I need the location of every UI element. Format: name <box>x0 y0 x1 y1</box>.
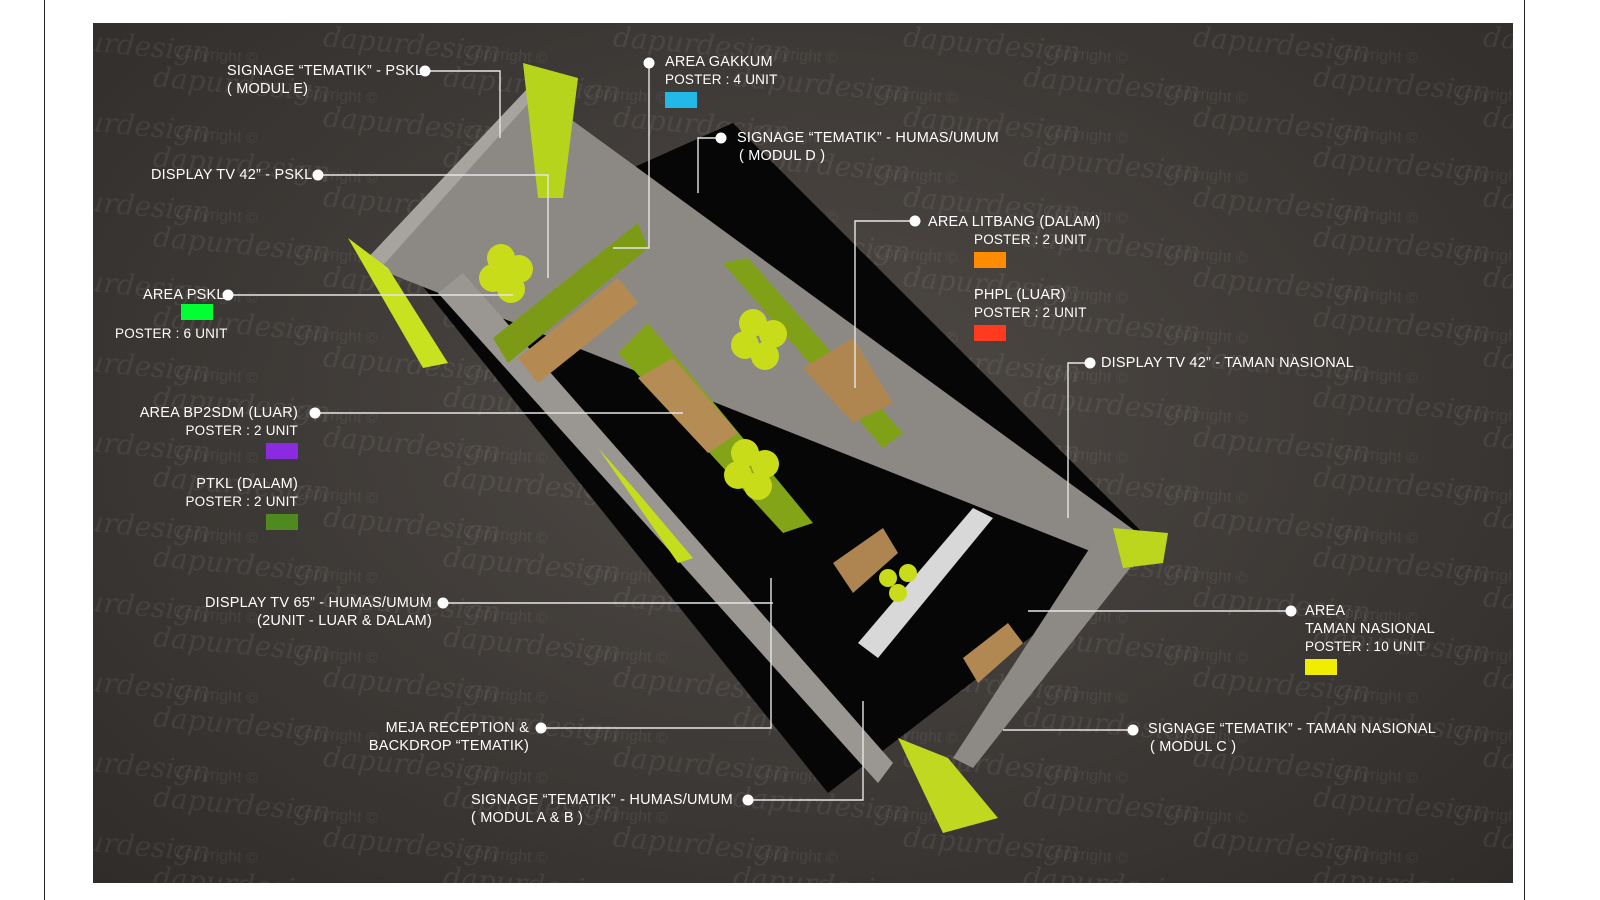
label-area-tn: AREA TAMAN NASIONAL POSTER : 10 UNIT <box>1305 602 1435 680</box>
label-area-gakkum-poster: POSTER : 4 UNIT <box>665 72 778 87</box>
label-phpl-poster: POSTER : 2 UNIT <box>974 305 1087 320</box>
label-display-tv-pskl: DISPLAY TV 42” - PSKL <box>151 166 312 184</box>
label-area-tn-title: AREA <box>1305 603 1346 619</box>
counter-center <box>638 358 738 453</box>
label-area-litbang: AREA LITBANG (DALAM) POSTER : 2 UNIT <box>928 213 1100 273</box>
label-signage-humas-ab-sub: ( MODUL A & B ) <box>471 810 584 826</box>
label-signage-tn-c-sub: ( MODUL C ) <box>1150 739 1237 755</box>
label-phpl: PHPL (LUAR) POSTER : 2 UNIT <box>974 286 1087 346</box>
label-area-gakkum: AREA GAKKUM POSTER : 4 UNIT <box>665 53 778 113</box>
leader-lines <box>228 63 1291 801</box>
label-area-pskl: AREA PSKL POSTER : 6 UNIT <box>115 286 228 343</box>
counter-tn <box>963 623 1023 683</box>
counter-pskl <box>518 278 638 383</box>
label-ptkl-title: PTKL (DALAM) <box>196 476 298 492</box>
label-area-pskl-title: AREA PSKL <box>143 287 225 303</box>
label-area-pskl-poster: POSTER : 6 UNIT <box>115 326 228 341</box>
label-display-tv-pskl-title: DISPLAY TV 42” - PSKL <box>151 167 313 183</box>
swatch-bp2sdm <box>266 443 298 459</box>
label-display-tv-tn-title: DISPLAY TV 42” - TAMAN NASIONAL <box>1101 355 1355 371</box>
frame-right-line <box>1524 0 1525 900</box>
reception-desk <box>833 528 898 593</box>
label-meja-reception: MEJA RECEPTION & BACKDROP “TEMATIK) <box>273 719 529 755</box>
label-signage-humas-d-sub: ( MODUL D ) <box>739 148 826 164</box>
signage-modul-ab-side <box>598 448 693 563</box>
label-ptkl-poster: POSTER : 2 UNIT <box>185 494 298 509</box>
label-area-bp2sdm-poster: POSTER : 2 UNIT <box>185 423 298 438</box>
label-signage-tn-c-title: SIGNAGE “TEMATIK” - TAMAN NASIONAL <box>1148 721 1436 737</box>
honeycomb-stools <box>479 244 917 602</box>
label-signage-tn-c: SIGNAGE “TEMATIK” - TAMAN NASIONAL ( MOD… <box>1148 720 1436 756</box>
label-area-gakkum-title: AREA GAKKUM <box>665 54 773 70</box>
label-display-tv-65: DISPLAY TV 65” - HUMAS/UMUM (2UNIT - LUA… <box>133 594 432 630</box>
label-display-tv-65-sub: (2UNIT - LUAR & DALAM) <box>257 613 432 629</box>
counter-litbang <box>803 338 893 423</box>
label-area-tn-sub: TAMAN NASIONAL <box>1305 621 1435 637</box>
label-display-tv-tn: DISPLAY TV 42” - TAMAN NASIONAL <box>1101 354 1354 372</box>
label-area-litbang-poster: POSTER : 2 UNIT <box>974 232 1087 247</box>
label-meja-sub: BACKDROP “TEMATIK) <box>368 738 529 754</box>
swatch-pskl <box>181 304 213 320</box>
label-phpl-title: PHPL (LUAR) <box>974 287 1066 303</box>
backdrop-white <box>858 508 993 658</box>
booth-wall-top-edge <box>363 88 533 271</box>
label-signage-pskl: SIGNAGE “TEMATIK” - PSKL ( MODUL E) <box>227 62 423 98</box>
label-area-tn-poster: POSTER : 10 UNIT <box>1305 639 1426 654</box>
label-area-bp2sdm-title: AREA BP2SDM (LUAR) <box>139 405 298 421</box>
swatch-gakkum <box>665 92 697 108</box>
label-signage-pskl-title: SIGNAGE “TEMATIK” - PSKL <box>227 63 424 79</box>
signage-modul-e <box>523 63 578 198</box>
label-signage-humas-ab-title: SIGNAGE “TEMATIK” - HUMAS/UMUM <box>471 792 733 808</box>
label-area-litbang-title: AREA LITBANG (DALAM) <box>928 214 1101 230</box>
booth-wall-right <box>953 533 1138 768</box>
label-signage-humas-d: SIGNAGE “TEMATIK” - HUMAS/UMUM ( MODUL D… <box>737 129 999 165</box>
swatch-ptkl <box>266 514 298 530</box>
booth-3d-illustration <box>222 57 1297 833</box>
swatch-phpl <box>974 325 1006 341</box>
label-signage-pskl-sub: ( MODUL E) <box>227 81 309 97</box>
frame-left-line <box>44 0 45 900</box>
signage-modul-ab <box>898 738 998 833</box>
label-ptkl: PTKL (DALAM) POSTER : 2 UNIT <box>123 475 298 535</box>
swatch-tn <box>1305 659 1337 675</box>
label-display-tv-65-title: DISPLAY TV 65” - HUMAS/UMUM <box>205 595 432 611</box>
leader-dots <box>222 57 1297 806</box>
swatch-litbang <box>974 252 1006 268</box>
label-area-bp2sdm: AREA BP2SDM (LUAR) POSTER : 2 UNIT <box>123 404 298 464</box>
panel-gakkum <box>493 223 648 363</box>
label-meja-title: MEJA RECEPTION & <box>385 720 529 736</box>
label-signage-humas-d-title: SIGNAGE “TEMATIK” - HUMAS/UMUM <box>737 130 999 146</box>
label-signage-humas-ab: SIGNAGE “TEMATIK” - HUMAS/UMUM ( MODUL A… <box>471 791 733 827</box>
signage-pskl-pylon <box>348 238 448 368</box>
signage-modul-c <box>1113 528 1168 568</box>
